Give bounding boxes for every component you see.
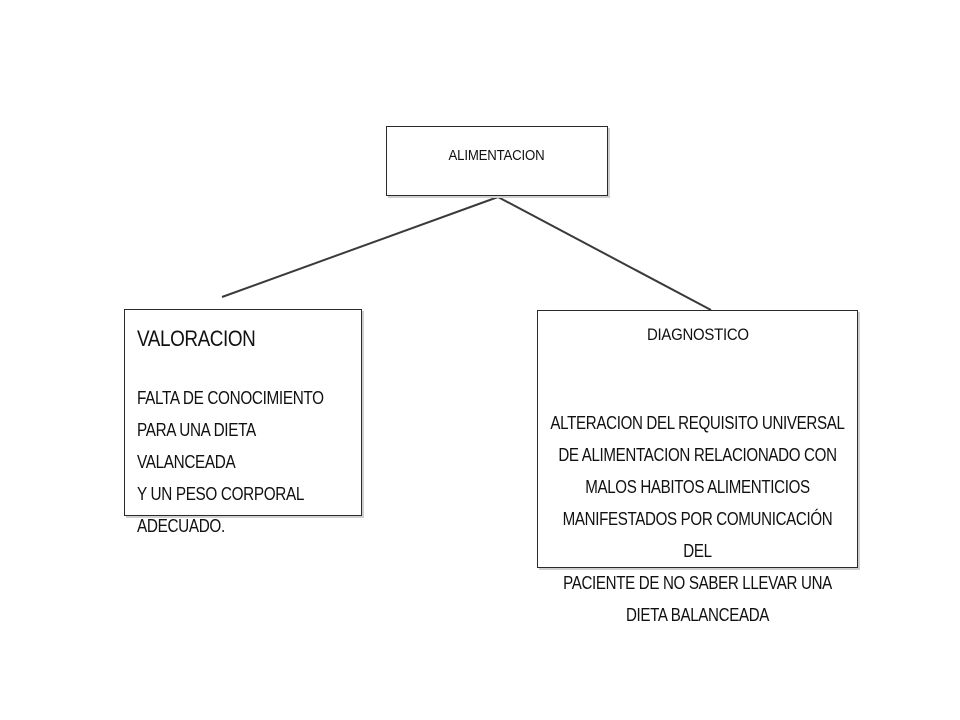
node-diagnostico-title-wrap: DIAGNOSTICO <box>538 325 857 345</box>
node-diagnostico-title: DIAGNOSTICO <box>646 325 749 344</box>
node-alimentacion: ALIMENTACION <box>386 126 608 196</box>
edge-root-to-valoracion <box>221 196 499 298</box>
node-diagnostico-body-wrap: ALTERACION DEL REQUISITO UNIVERSAL DE AL… <box>518 375 877 631</box>
edge-root-to-diagnostico <box>497 196 712 311</box>
node-diagnostico: DIAGNOSTICO ALTERACION DEL REQUISITO UNI… <box>537 310 858 625</box>
node-valoracion-title: VALORACION <box>137 326 256 351</box>
node-diagnostico-body: ALTERACION DEL REQUISITO UNIVERSAL DE AL… <box>550 413 845 625</box>
node-valoracion-body: FALTA DE CONOCIMIENTO PARA UNA DIETA VAL… <box>137 388 324 536</box>
node-valoracion: VALORACION FALTA DE CONOCIMIENTO PARA UN… <box>124 309 362 536</box>
node-alimentacion-title: ALIMENTACION <box>449 147 545 164</box>
